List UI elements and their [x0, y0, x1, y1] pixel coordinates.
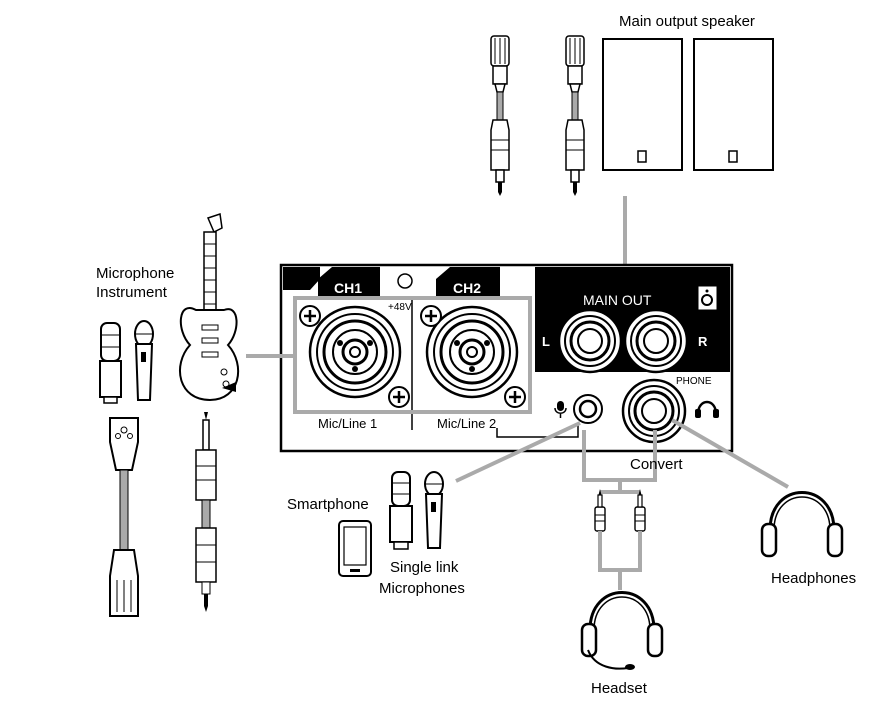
label-headset: Headset	[591, 680, 648, 697]
dynamic-microphone	[134, 320, 154, 401]
main-out-right-label: R	[698, 334, 708, 349]
headset	[580, 591, 664, 670]
condenser-microphone	[99, 322, 122, 404]
label-headphones: Headphones	[771, 570, 856, 587]
link-headphones	[670, 418, 790, 489]
smartphone	[338, 520, 372, 577]
label-convert: Convert	[630, 456, 683, 473]
speaker-icon	[698, 286, 717, 310]
headset-jack-1	[594, 488, 606, 532]
ch1-label: CH1	[334, 280, 362, 296]
main-out-jack-left	[557, 308, 623, 374]
label-main-output-speaker: Main output speaker	[619, 13, 755, 30]
link-mic-smartphone	[455, 421, 581, 483]
mic-line-1-label: Mic/Line 1	[318, 416, 377, 431]
single-link-dynamic-mic	[424, 471, 444, 549]
label-instrument: Instrument	[96, 284, 168, 301]
speaker-cable-1	[490, 35, 510, 197]
headphones	[760, 491, 844, 558]
label-single-link: Single link	[390, 559, 459, 576]
label-microphones: Microphones	[379, 580, 465, 597]
speaker-cable-2	[565, 35, 585, 197]
headphones-icon	[695, 400, 719, 418]
single-link-condenser-mic	[389, 471, 413, 550]
phantom-led	[397, 273, 413, 289]
main-out-label: MAIN OUT	[583, 292, 652, 308]
xlr-cable	[109, 417, 139, 617]
ch2-label: CH2	[453, 280, 481, 296]
label-microphone: Microphone	[96, 265, 174, 282]
phantom-label: +48V	[388, 302, 412, 313]
speaker-left	[602, 38, 683, 171]
headset-jack-2	[634, 488, 646, 532]
combo-jack-ch1	[308, 305, 402, 399]
main-out-left-label: L	[542, 334, 550, 349]
instrument-cable	[195, 412, 217, 612]
interface-panel: CH1 CH2 +48V MAIN OUT L R PHONE	[279, 263, 734, 453]
phone-label: PHONE	[676, 376, 712, 387]
microphone-icon	[554, 401, 567, 418]
main-out-jack-right	[623, 308, 689, 374]
speaker-right	[693, 38, 774, 171]
label-smartphone: Smartphone	[287, 496, 369, 513]
mic-line-2-label: Mic/Line 2	[437, 416, 496, 431]
electric-guitar	[179, 213, 240, 402]
